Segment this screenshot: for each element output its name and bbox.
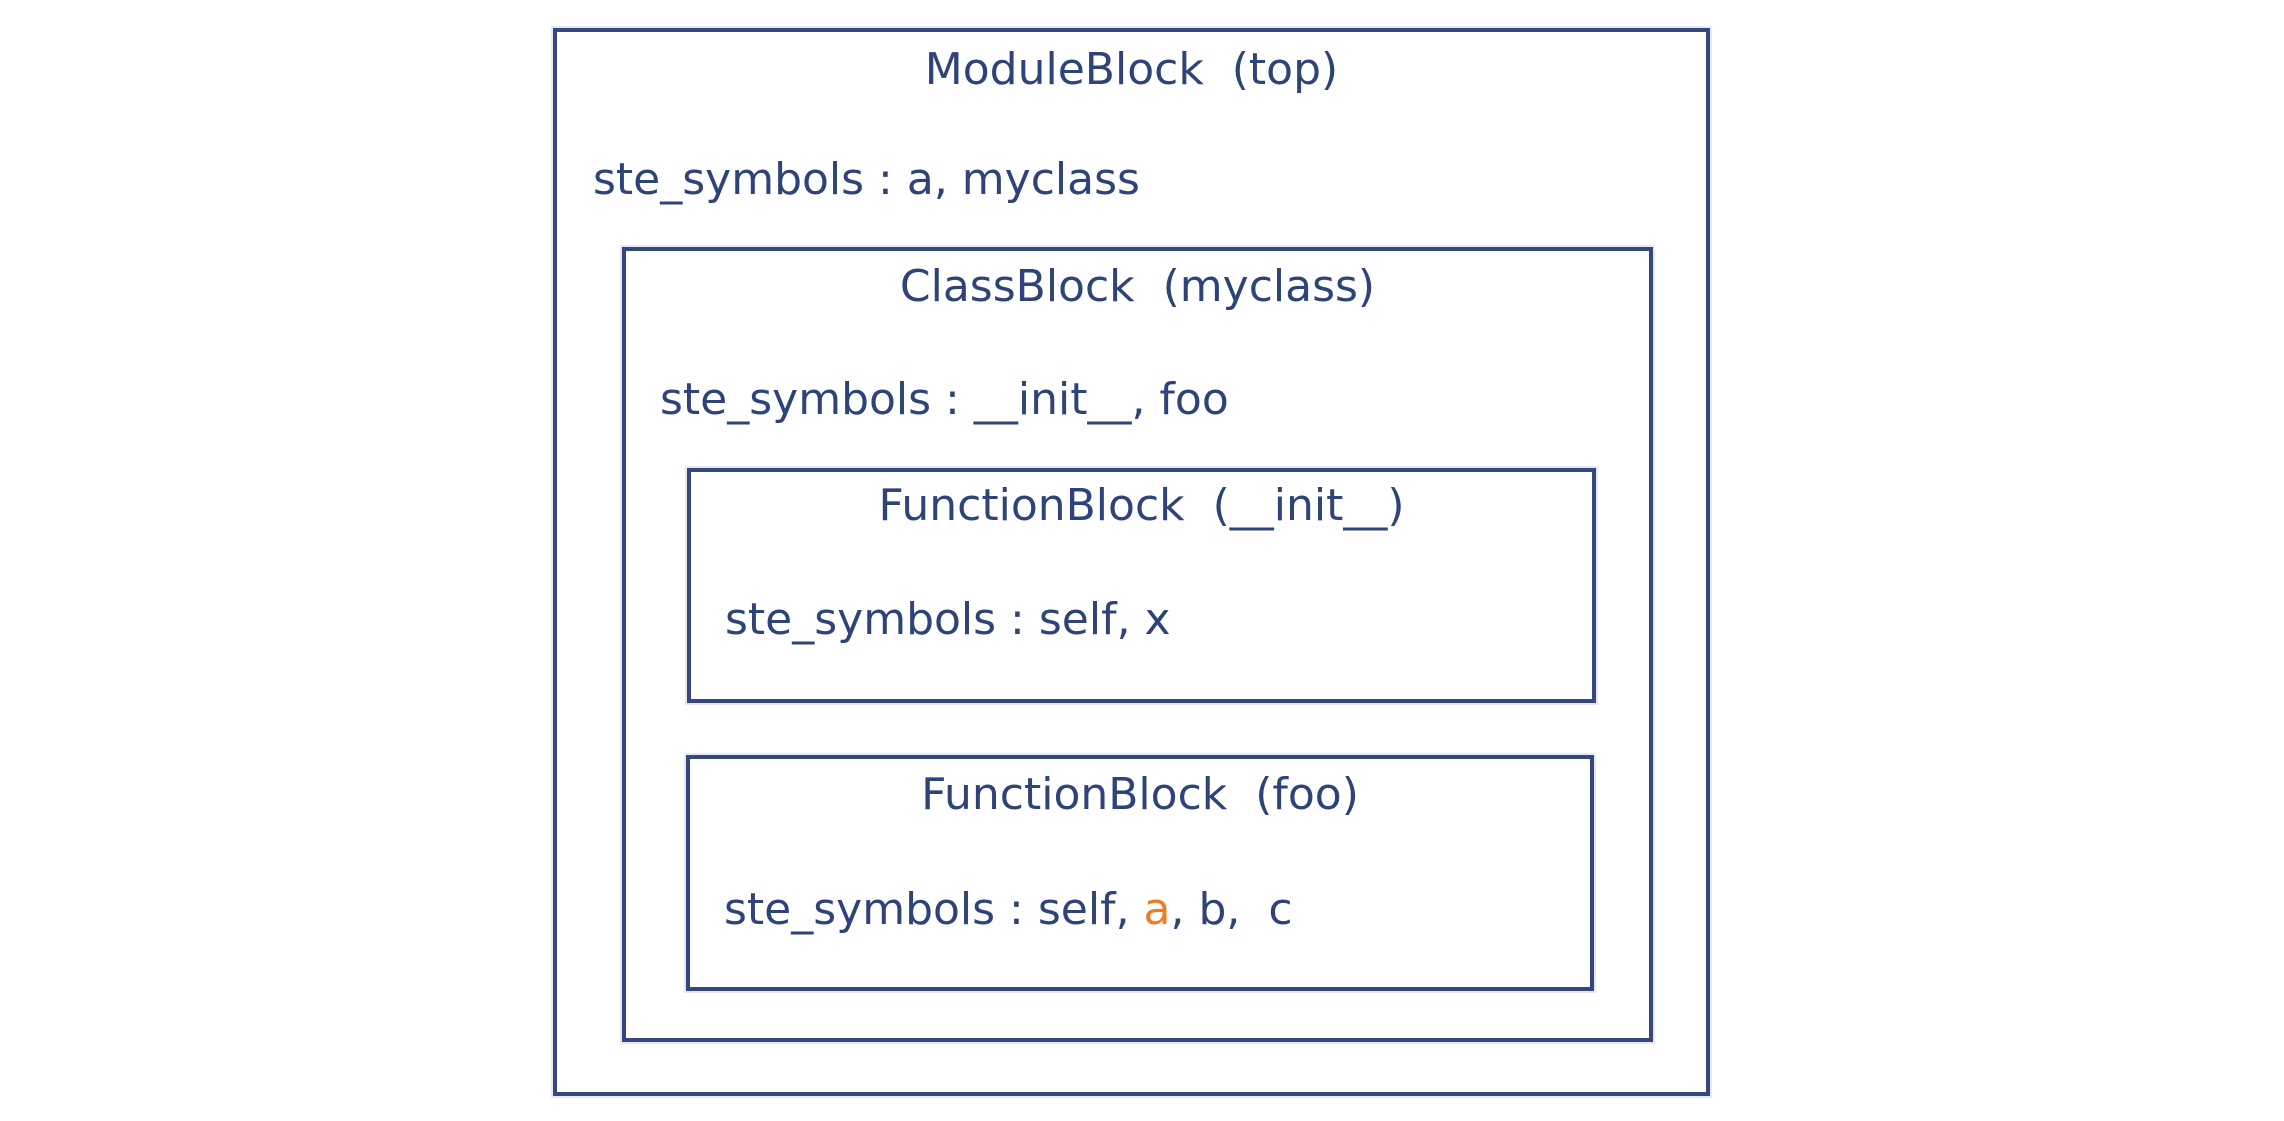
class-block-title: ClassBlock (myclass) [899,261,1376,312]
foo-symbol-a-highlight: a [1143,884,1171,935]
foo-function-block: FunctionBlock (foo) ste_symbols : self, … [686,755,1594,991]
init-function-block: FunctionBlock (__init__) ste_symbols : s… [687,468,1596,703]
foo-function-block-title: FunctionBlock (foo) [921,769,1359,820]
module-block-symbols: ste_symbols : a, myclass [593,154,1140,205]
foo-symbols-suffix: , b, c [1170,884,1293,935]
foo-function-block-symbols: ste_symbols : self, a, b, c [724,884,1293,935]
foo-symbols-prefix: ste_symbols : self, [724,884,1144,935]
init-function-block-title: FunctionBlock (__init__) [878,480,1405,531]
class-block-symbols: ste_symbols : __init__, foo [660,374,1229,425]
module-block-title: ModuleBlock (top) [924,44,1339,95]
init-function-block-symbols: ste_symbols : self, x [725,594,1171,645]
module-block: ModuleBlock (top) ste_symbols : a, mycla… [553,28,1710,1096]
class-block: ClassBlock (myclass) ste_symbols : __ini… [622,247,1653,1042]
